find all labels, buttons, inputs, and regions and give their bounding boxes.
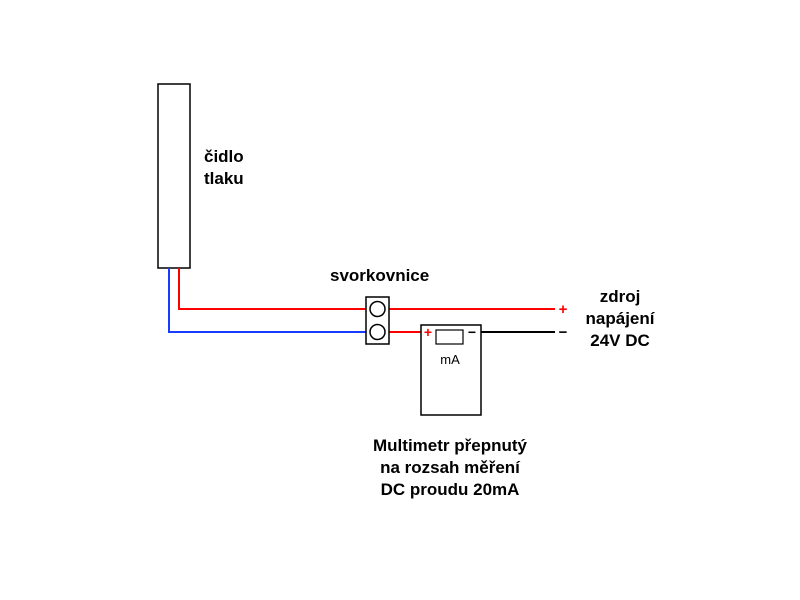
power-label-line1: zdroj bbox=[599, 287, 641, 306]
positive-wire-sensor bbox=[178, 268, 366, 310]
terminal-screw-top bbox=[369, 300, 386, 318]
multimeter-unit: mA bbox=[440, 352, 460, 367]
power-minus-sign: − bbox=[559, 324, 568, 341]
sensor-label: čidlo tlaku bbox=[204, 146, 244, 190]
multimeter-display bbox=[435, 329, 464, 345]
multimeter-minus-sign: − bbox=[468, 324, 476, 340]
power-plus-sign: + bbox=[559, 301, 568, 318]
negative-wire-sensor bbox=[168, 268, 366, 333]
multimeter-label: Multimetr přepnutý na rozsah měření DC p… bbox=[345, 435, 555, 501]
terminal-screw-bottom bbox=[369, 323, 386, 341]
power-label-line3: 24V DC bbox=[590, 331, 650, 350]
multimeter-plus-sign: + bbox=[424, 324, 432, 340]
power-label-line2: napájení bbox=[585, 309, 655, 328]
terminal-block-label: svorkovnice bbox=[330, 266, 430, 285]
pressure-sensor bbox=[157, 83, 191, 269]
power-supply-label: zdroj napájení 24V DC bbox=[560, 286, 680, 352]
meter-label-line3: DC proudu 20mA bbox=[380, 480, 520, 499]
sensor-label-line2: tlaku bbox=[204, 169, 244, 188]
meter-label-line2: na rozsah měření bbox=[380, 458, 520, 477]
sensor-label-line1: čidlo bbox=[204, 147, 244, 166]
meter-label-line1: Multimetr přepnutý bbox=[373, 436, 527, 455]
